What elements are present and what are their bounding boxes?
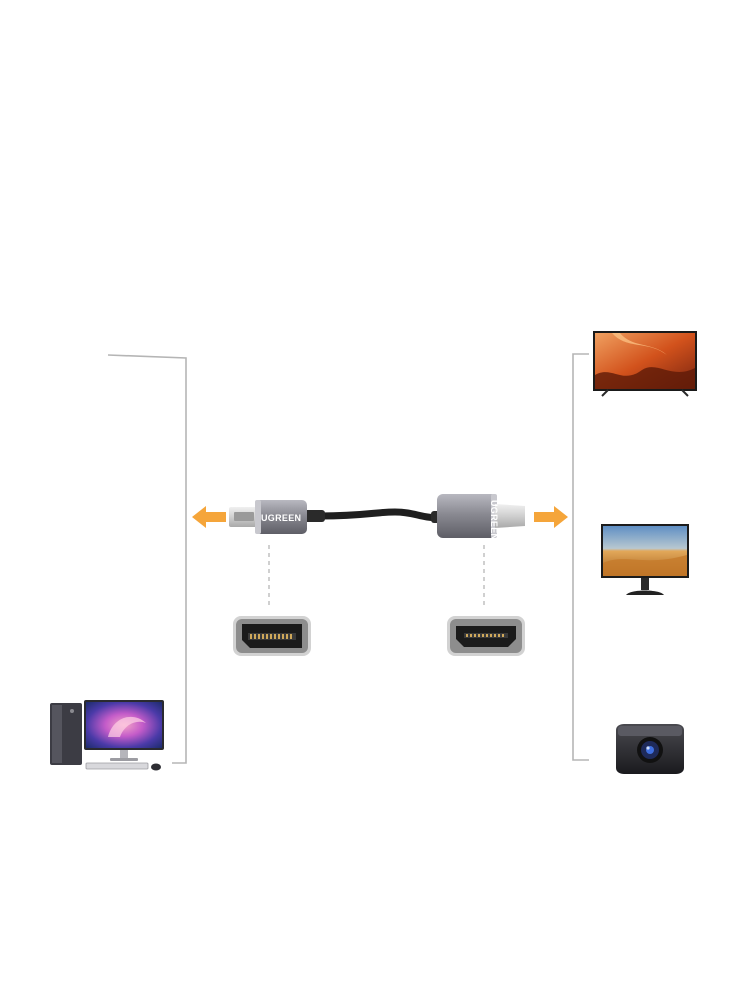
svg-text:UGREEN: UGREEN [489,500,499,540]
output-bracket-line [572,353,589,761]
displayport-port-icon [233,616,311,656]
monitor-icon [601,524,689,595]
hdmi-port-icon [447,616,525,656]
tv-icon [593,331,697,397]
right-dashed-guide [483,545,485,607]
projector-icon [616,724,684,774]
left-connector-brand: UGREEN [261,513,301,523]
left-dashed-guide [268,545,270,607]
right-connector-brand: UGREEN [489,500,499,540]
svg-text:UGREEN: UGREEN [261,513,301,523]
source-bracket-line [107,354,187,764]
right-arrow-icon [534,506,568,528]
left-arrow-icon [192,506,226,528]
desktop-computer-icon [50,700,164,771]
displayport-to-hdmi-cable [229,494,525,538]
